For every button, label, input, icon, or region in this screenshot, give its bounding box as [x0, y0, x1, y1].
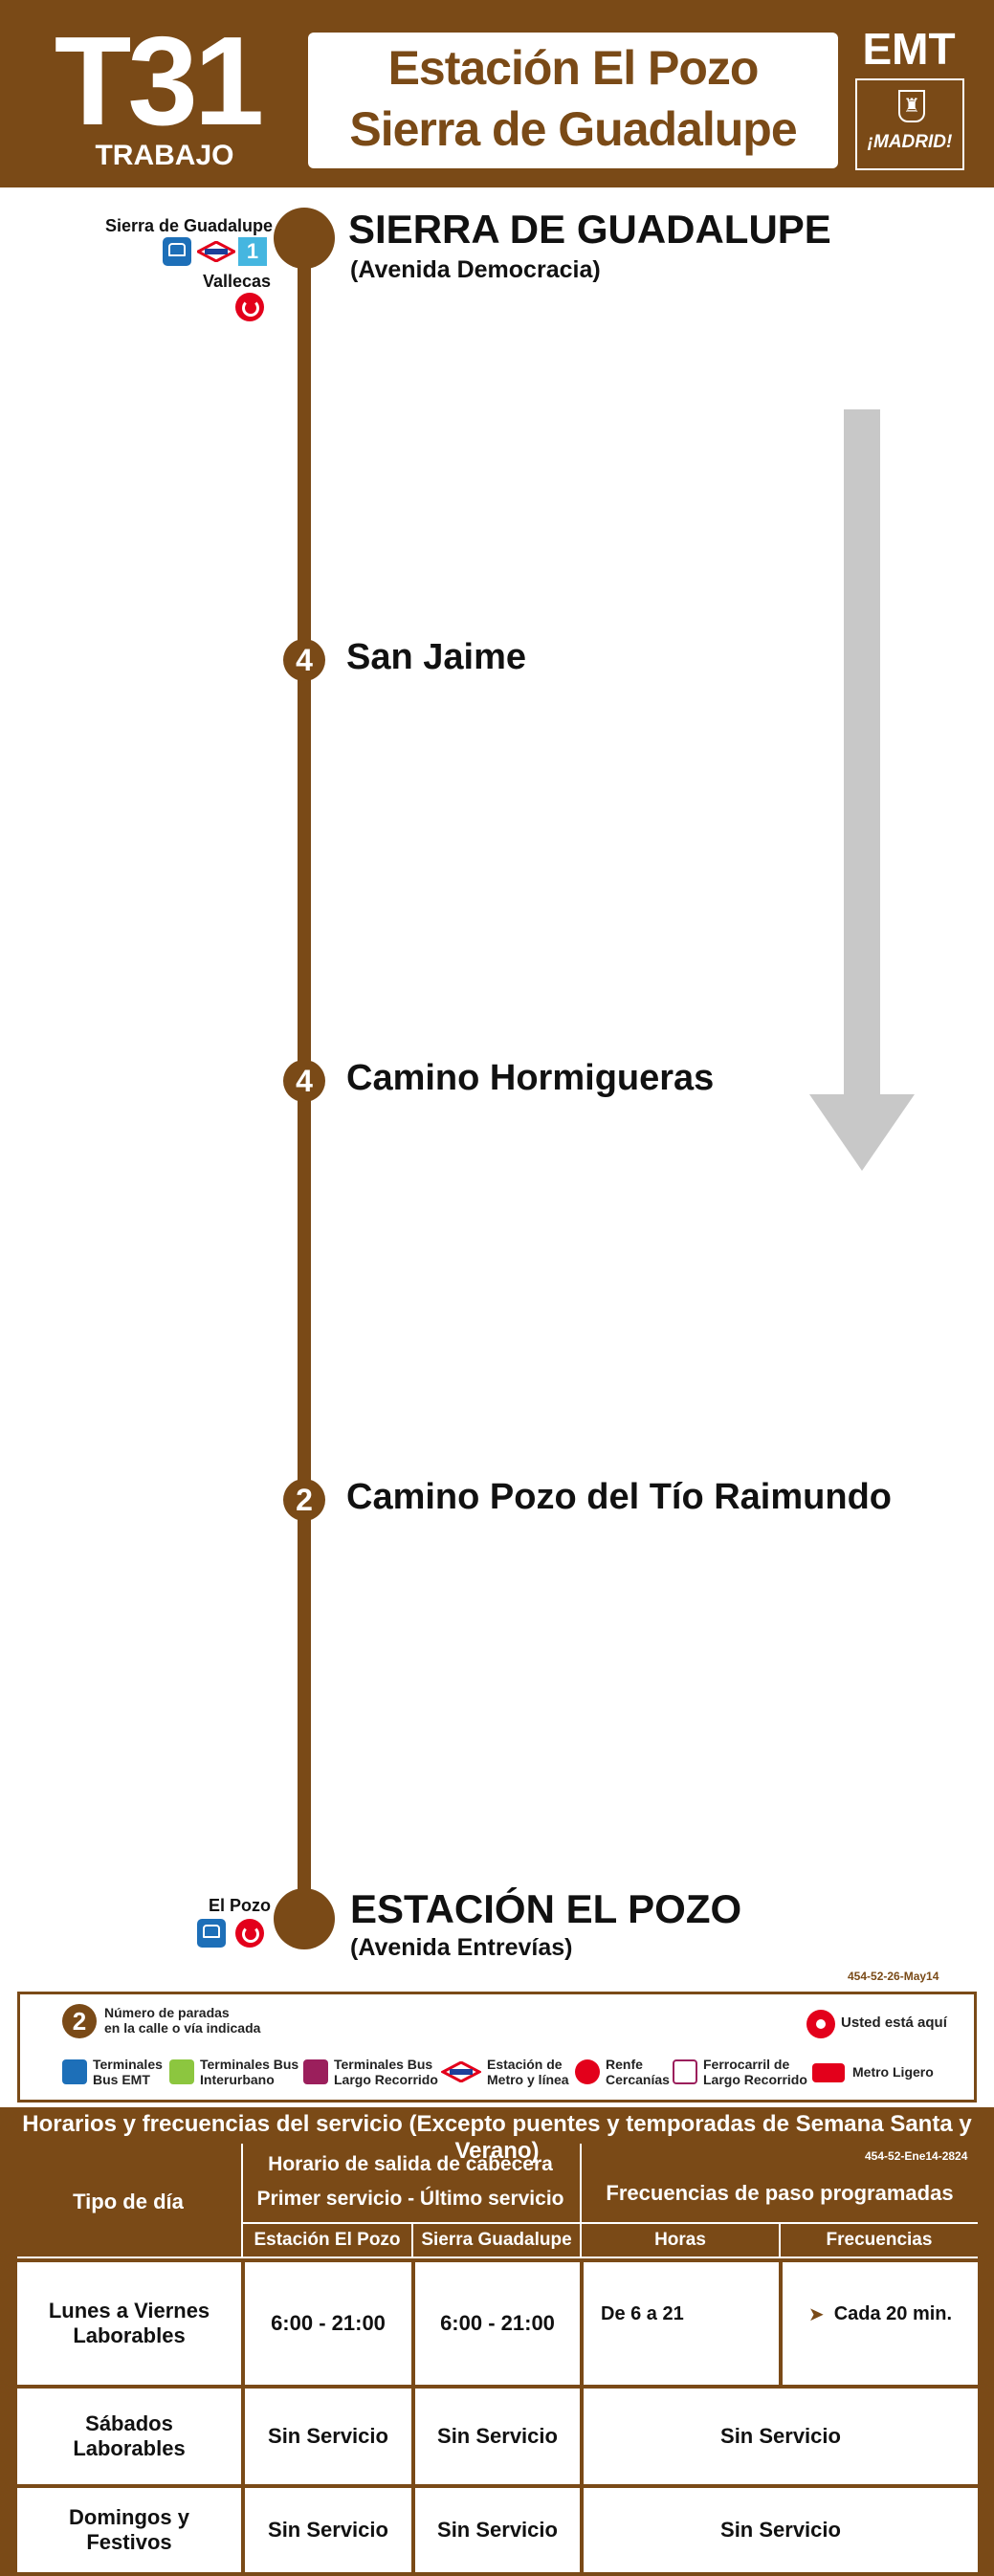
departure-pozo: Sin Servicio [245, 2488, 411, 2572]
end-terminal-dot [274, 1888, 335, 1949]
header-day-type: Tipo de día [73, 2190, 184, 2213]
divider [411, 2222, 413, 2258]
legend-item-label: Largo Recorrido [334, 2072, 438, 2087]
schedule-code: 454-52-Ene14-2824 [865, 2149, 968, 2163]
frequency-value-cell: ➤ Cada 20 min. [783, 2262, 978, 2385]
day-type-line-1: Lunes a Viernes [48, 2299, 210, 2323]
divider [241, 2222, 978, 2224]
legend-item-label: Ferrocarril de [703, 2057, 790, 2072]
end-terminal-name: ESTACIÓN EL POZO [350, 1886, 742, 1931]
stop-count-badge: 4 [283, 639, 325, 681]
madrid-logo: ♜ ¡MADRID! [855, 78, 964, 170]
destination-line-1: Estación El Pozo [387, 41, 760, 95]
bus-largo-recorrido-icon [303, 2059, 328, 2084]
stop-name: Camino Pozo del Tío Raimundo [346, 1477, 892, 1517]
frequency-value: Cada 20 min. [833, 2302, 953, 2324]
destination-line-2: Sierra de Guadalupe [349, 102, 797, 156]
train-icon [673, 2059, 697, 2084]
legend-stop-badge: 2 [62, 2004, 97, 2038]
header-frequencies: Frecuencias de paso programadas [606, 2181, 954, 2205]
legend-item-label: Terminales Bus [200, 2057, 299, 2072]
legend-item-label: Renfe [606, 2057, 643, 2072]
bus-emt-icon [163, 237, 191, 266]
start-terminal-dot [274, 208, 335, 269]
day-type-line-2: Laborables [73, 2323, 186, 2347]
row-day-type: Lunes a Viernes Laborables [17, 2262, 241, 2385]
stop-name: Camino Hormigueras [346, 1058, 715, 1098]
legend-item-label: Terminales [93, 2057, 163, 2072]
renfe-icon [575, 2059, 600, 2084]
frequency-merged: Sin Servicio [584, 2488, 978, 2572]
departure-sierra: Sin Servicio [415, 2488, 580, 2572]
legend-item-label: Cercanías [606, 2072, 670, 2087]
legend-item-label: Interurbano [200, 2072, 275, 2087]
departure-sierra: Sin Servicio [415, 2389, 580, 2484]
destination-box: Estación El Pozo Sierra de Guadalupe [308, 33, 838, 168]
metro-icon [197, 241, 235, 262]
stop-name: San Jaime [346, 637, 526, 677]
start-connection-label: Sierra de Guadalupe [105, 216, 274, 235]
departure-pozo: 6:00 - 21:00 [245, 2262, 411, 2385]
frequency-merged: Sin Servicio [584, 2389, 978, 2484]
legend-item-label: Terminales Bus [334, 2057, 433, 2072]
day-type-line-1: Sábados [85, 2411, 173, 2435]
legend-item-label: Largo Recorrido [703, 2072, 807, 2087]
start-terminal-name: SIERRA DE GUADALUPE [348, 207, 831, 252]
start-connection-label-2: Vallecas [203, 272, 272, 291]
schedule-title: Horarios y frecuencias del servicio (Exc… [22, 2111, 972, 2164]
subheader-sierra: Sierra Guadalupe [421, 2230, 572, 2250]
legend-box: 2 Número de paradas en la calle o vía in… [17, 1992, 977, 2103]
legend-item-label: Bus EMT [93, 2072, 150, 2087]
bus-emt-icon [197, 1919, 226, 1948]
line-type: TRABAJO [95, 140, 234, 171]
you-are-here-label: Usted está aquí [841, 2015, 947, 2031]
legend-code: 454-52-26-May14 [848, 1970, 939, 1983]
divider [17, 2257, 978, 2258]
emt-logo: EMT [862, 24, 956, 74]
you-are-here-icon [806, 2010, 835, 2038]
metro-ligero-icon [812, 2063, 845, 2082]
day-type-line-1: Domingos y [69, 2505, 189, 2529]
header-departure-2: Primer servicio - Último servicio [256, 2188, 564, 2210]
end-connection-label: El Pozo [209, 1896, 272, 1915]
bus-emt-icon [62, 2059, 87, 2084]
metro-line-1-icon: 1 [238, 237, 267, 266]
metro-icon [441, 2061, 481, 2082]
subheader-hours: Horas [654, 2230, 706, 2250]
madrid-brand-text: ¡MADRID! [867, 132, 953, 152]
frequency-hours: De 6 a 21 [584, 2262, 779, 2385]
end-terminal-subtitle: (Avenida Entrevías) [350, 1934, 573, 1961]
departure-pozo: Sin Servicio [245, 2389, 411, 2484]
row-day-type: Domingos y Festivos [17, 2488, 241, 2572]
legend-item-label: Metro y línea [487, 2072, 569, 2087]
divider [779, 2222, 781, 2258]
bus-interurbano-icon [169, 2059, 194, 2084]
legend-item-label: Estación de [487, 2057, 563, 2072]
day-type-line-2: Festivos [86, 2530, 172, 2554]
row-day-type: Sábados Laborables [17, 2389, 241, 2484]
subheader-pozo: Estación El Pozo [254, 2230, 401, 2250]
line-number: T31 [54, 11, 264, 151]
divider [580, 2144, 582, 2258]
stop-count-badge: 2 [283, 1479, 325, 1521]
direction-arrow-icon [809, 409, 915, 1171]
renfe-icon [235, 1919, 264, 1948]
madrid-crest-icon: ♜ [898, 90, 925, 122]
divider [241, 2144, 243, 2258]
renfe-icon [235, 293, 264, 321]
schedule-panel: Horarios y frecuencias del servicio (Exc… [0, 2107, 994, 2576]
header-banner: T31 TRABAJO Estación El Pozo Sierra de G… [0, 0, 994, 187]
departure-sierra: 6:00 - 21:00 [415, 2262, 580, 2385]
arrow-bullet-icon: ➤ [807, 2303, 825, 2325]
start-terminal-subtitle: (Avenida Democracia) [350, 256, 601, 283]
header-departure-1: Horario de salida de cabecera [268, 2153, 553, 2175]
day-type-line-2: Laborables [73, 2436, 186, 2460]
legend-item-label: Metro Ligero [852, 2064, 934, 2080]
stop-count-badge: 4 [283, 1060, 325, 1102]
legend-stops-label-1: Número de paradas [104, 2005, 230, 2020]
subheader-frequency: Frecuencias [826, 2230, 933, 2250]
legend-stops-label-2: en la calle o vía indicada [104, 2020, 261, 2036]
